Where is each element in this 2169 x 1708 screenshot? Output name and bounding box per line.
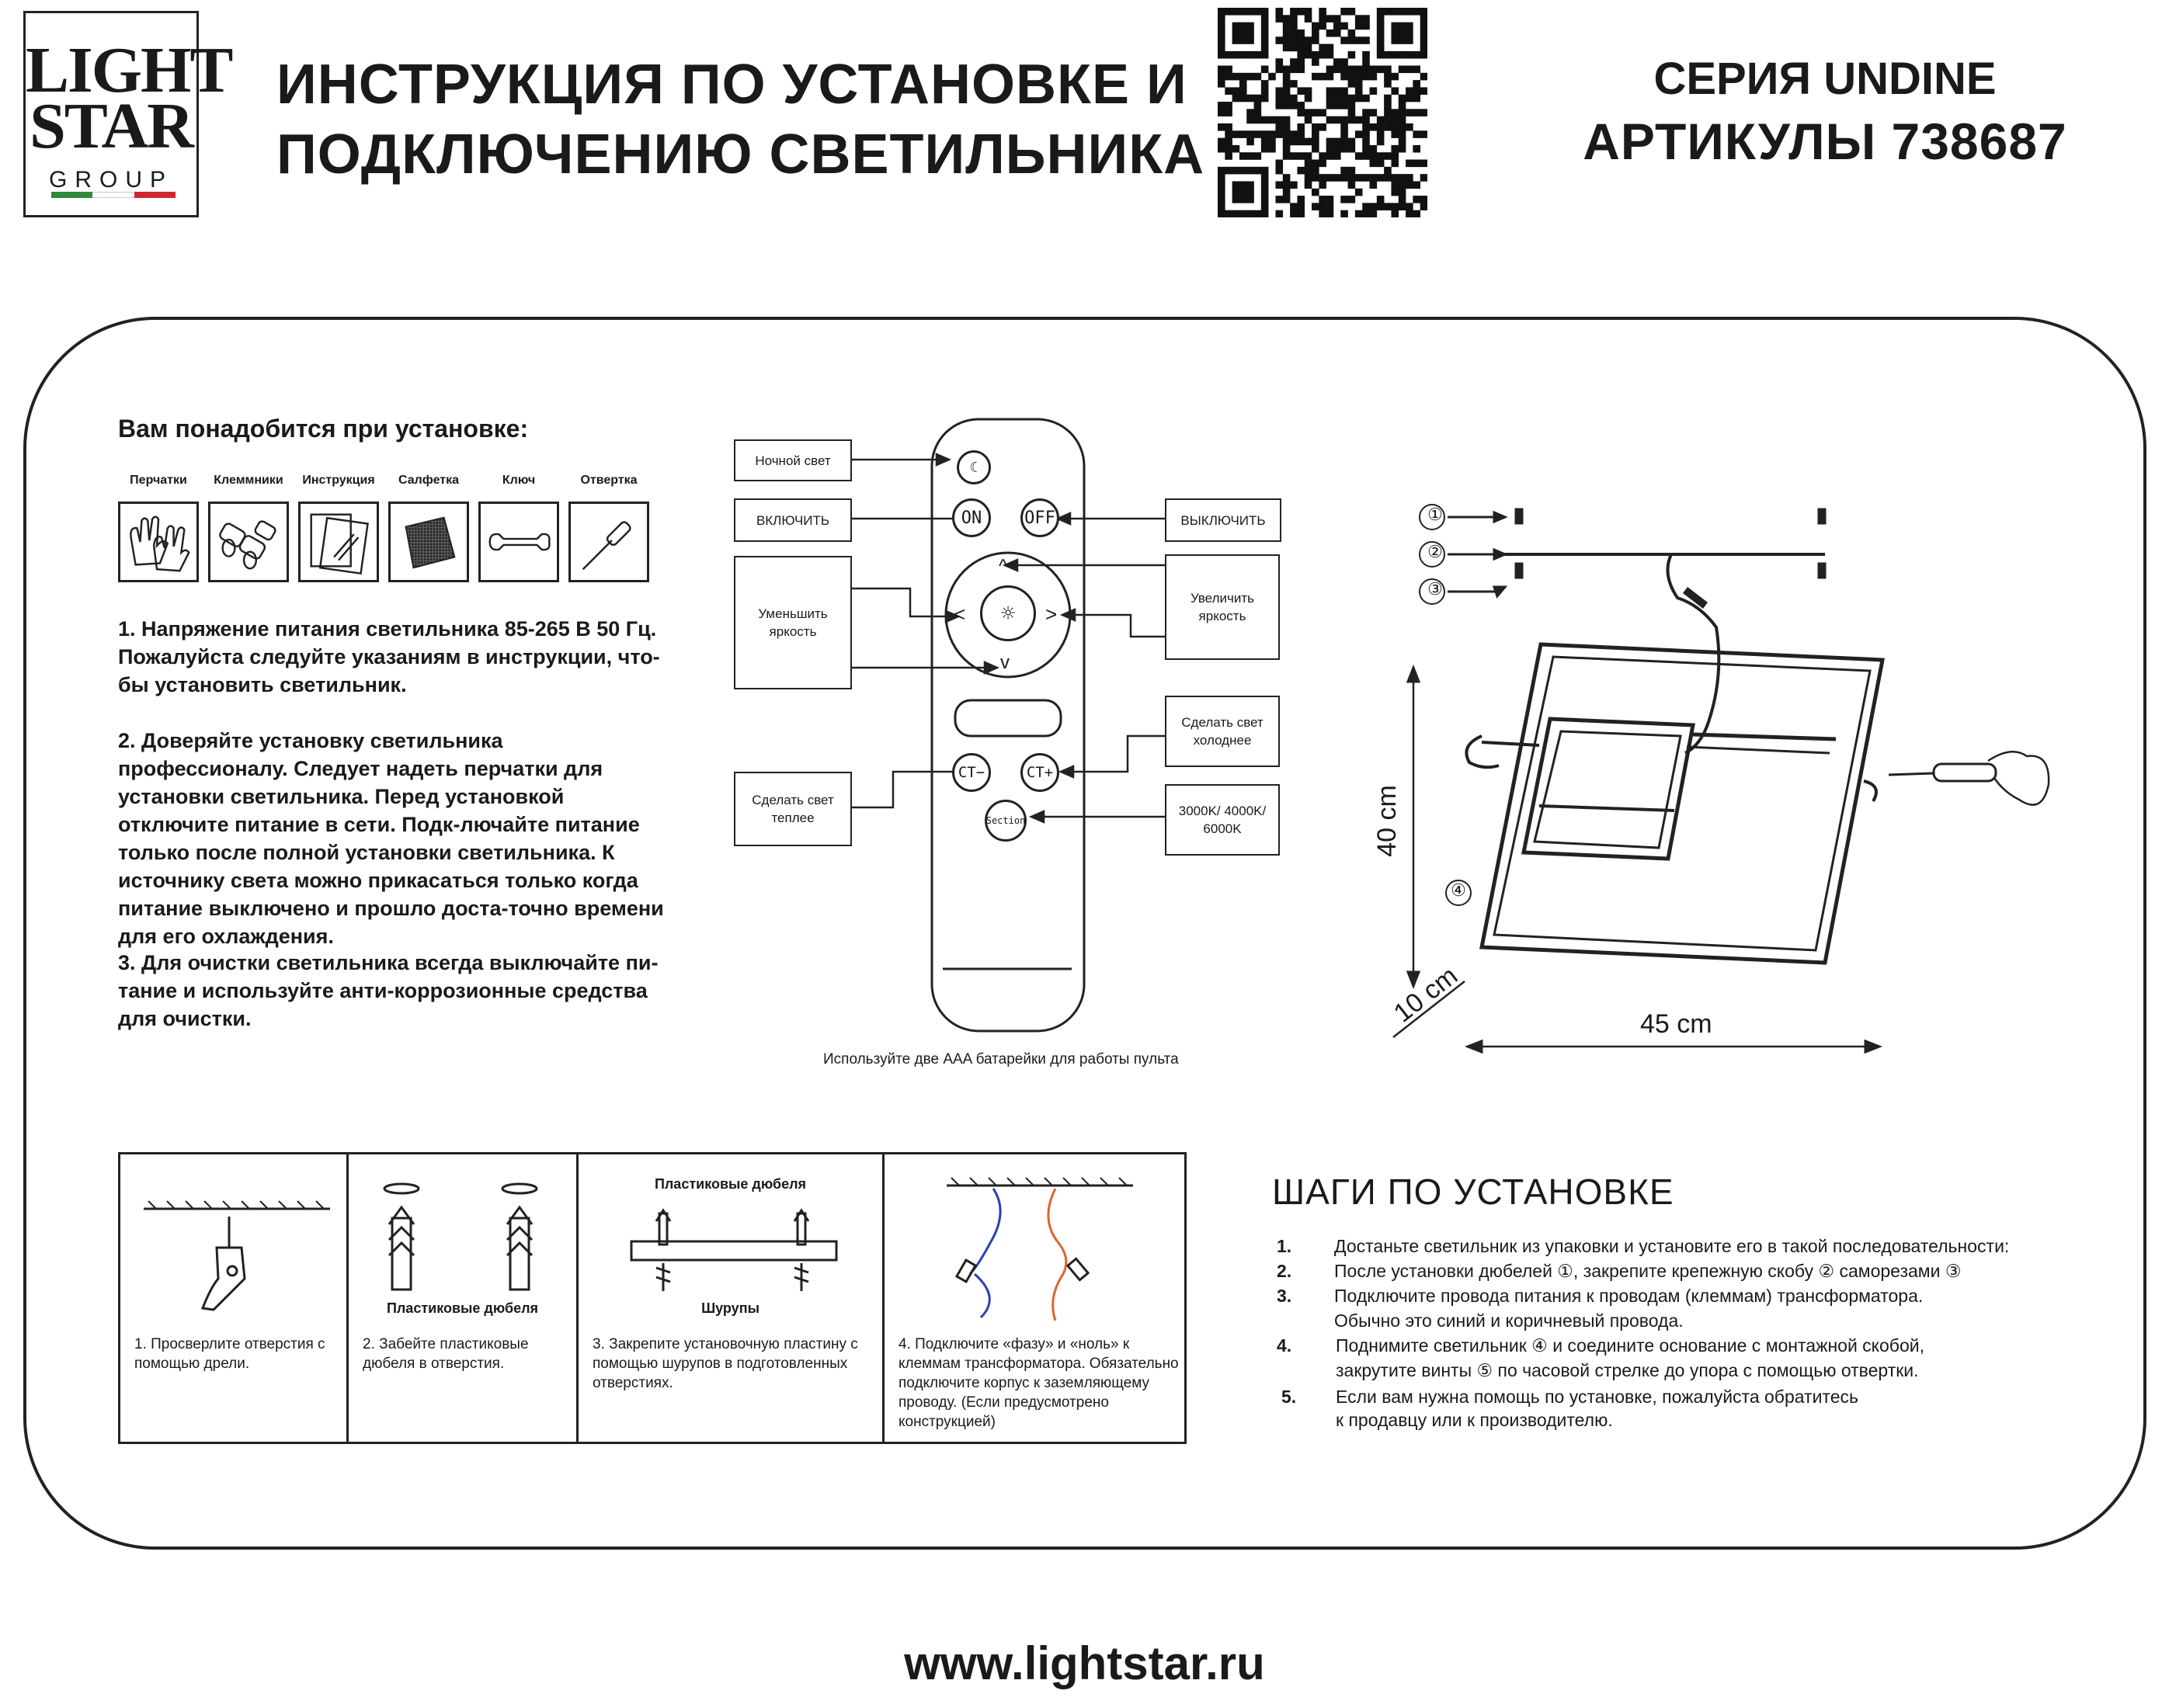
terminals-icon bbox=[208, 502, 289, 582]
install-step-text: Поднимите светильник ④ и соедините основ… bbox=[1336, 1335, 1925, 1356]
label-dimmer: Уменьшить яркость bbox=[734, 556, 852, 689]
remote-slot bbox=[954, 699, 1062, 738]
step-cell-1: 1. Просверлите отверстия с помощью дрели… bbox=[120, 1154, 349, 1442]
install-step-text: Подключите провода питания к проводам (к… bbox=[1334, 1286, 1924, 1306]
label-turn-on: ВКЛЮЧИТЬ bbox=[734, 498, 852, 542]
note-3: 3. Для очистки светильника всегда выключ… bbox=[118, 951, 659, 1030]
remote-diagram-lines bbox=[848, 418, 1165, 1033]
step-cell-2: Пластиковые дюбеля 2. Забейте пластиковы… bbox=[349, 1154, 579, 1442]
brand-logo: LIGHT STAR GROUP bbox=[23, 11, 233, 217]
tool-list: Перчатки Клеммники Инструкция Салфетка К… bbox=[118, 474, 654, 598]
content-frame bbox=[23, 317, 2146, 1550]
requirements-heading: Вам понадобится при установке: bbox=[118, 415, 529, 443]
section-button[interactable]: Section bbox=[985, 800, 1027, 842]
install-step-text: закрутите винты ⑤ по часовой стрелке до … bbox=[1336, 1360, 1919, 1380]
logo-line3: GROUP bbox=[48, 167, 173, 193]
step-cell-4: 4. Подключите «фазу» и «ноль» к клеммам … bbox=[885, 1154, 1189, 1442]
tool-label: Ключ bbox=[502, 474, 536, 487]
up-button[interactable]: ^ bbox=[999, 556, 1008, 577]
label-turn-off: ВЫКЛЮЧИТЬ bbox=[1165, 498, 1281, 542]
marker-3: ③ bbox=[1427, 579, 1443, 599]
step-3-caption-top: Пластиковые дюбеля bbox=[654, 1176, 807, 1192]
step-3-text: 3. Закрепите установочную пластину с пом… bbox=[593, 1336, 858, 1391]
left-button[interactable]: < bbox=[954, 602, 966, 626]
label-warmer: Сделать свет теплее bbox=[734, 772, 852, 846]
cloth-icon bbox=[388, 502, 469, 582]
step-number: 4. bbox=[1277, 1335, 1292, 1356]
tool-label: Перчатки bbox=[130, 474, 187, 487]
wrench-icon bbox=[478, 502, 559, 582]
night-light-button[interactable]: ☾ bbox=[957, 450, 991, 484]
screwdriver-icon bbox=[568, 502, 649, 582]
product-drawing bbox=[1392, 504, 2050, 1054]
tool-label: Салфетка bbox=[398, 474, 460, 487]
logo-line1: LIGHT bbox=[26, 34, 233, 106]
title-line2: ПОДКЛЮЧЕНИЮ СВЕТИЛЬНИКА bbox=[276, 123, 1205, 186]
down-button[interactable]: v bbox=[1000, 652, 1010, 673]
install-step-text: Обычно это синий и коричневый провода. bbox=[1334, 1311, 1684, 1331]
install-step-text: к продавцу или к производителю. bbox=[1336, 1410, 1613, 1430]
ct-minus-button[interactable]: CT− bbox=[952, 753, 991, 792]
note-1: 1. Напряжение питания светильника 85-265… bbox=[118, 617, 660, 696]
logo-line2: STAR bbox=[30, 90, 194, 162]
remote-body bbox=[930, 418, 1086, 1033]
step-4-text: 4. Подключите «фазу» и «ноль» к клеммам … bbox=[899, 1336, 1179, 1430]
marker-2: ② bbox=[1427, 542, 1443, 561]
width-dimension: 45 cm bbox=[1640, 1009, 1712, 1039]
right-button[interactable]: > bbox=[1045, 602, 1058, 626]
tool-label: Отвертка bbox=[580, 474, 638, 487]
install-step-text: Достаньте светильник из упаковки и устан… bbox=[1334, 1236, 2010, 1256]
step-2-text: 2. Забейте пластиковые дюбеля в отверсти… bbox=[363, 1336, 529, 1372]
series-block: СЕРИЯ UNDINE АРТИКУЛЫ 738687 bbox=[1553, 50, 2097, 171]
label-night-light: Ночной свет bbox=[734, 439, 852, 481]
marker-4: ④ bbox=[1451, 880, 1466, 900]
label-colder: Сделать свет холоднее bbox=[1165, 696, 1280, 767]
italian-flag-stripe bbox=[51, 192, 176, 198]
ct-plus-button[interactable]: CT+ bbox=[1020, 753, 1059, 792]
tool-label: Клеммники bbox=[214, 474, 283, 487]
step-number: 1. bbox=[1277, 1236, 1292, 1256]
height-dimension: 40 cm bbox=[1371, 785, 1402, 857]
note-2: 2. Доверяйте установку светильника профе… bbox=[118, 729, 664, 948]
install-step-text: После установки дюбелей ①, закрепите кре… bbox=[1334, 1261, 1962, 1281]
tool-label: Инструкция bbox=[302, 474, 375, 487]
step-number: 5. bbox=[1281, 1387, 1297, 1407]
brightness-center-button[interactable]: ☼ bbox=[980, 585, 1036, 641]
label-color-temps: 3000K/ 4000K/ 6000K bbox=[1165, 784, 1280, 856]
on-button[interactable]: ON bbox=[952, 498, 991, 537]
step-number: 2. bbox=[1277, 1261, 1292, 1281]
step-number: 3. bbox=[1277, 1286, 1292, 1306]
install-step-text: Если вам нужна помощь по установке, пожа… bbox=[1336, 1387, 1858, 1407]
page-title: ИНСТРУКЦИЯ ПО УСТАНОВКЕ И ПОДКЛЮЧЕНИЮ СВ… bbox=[276, 50, 1204, 189]
website-link[interactable]: www.lightstar.ru bbox=[904, 1637, 1265, 1689]
qr-code[interactable] bbox=[1218, 8, 1427, 217]
gloves-icon bbox=[118, 502, 199, 582]
battery-note: Используйте две AAA батарейки для работы… bbox=[823, 1051, 1179, 1068]
step-1-text: 1. Просверлите отверстия с помощью дрели… bbox=[134, 1336, 325, 1372]
step-2-caption: Пластиковые дюбеля bbox=[386, 1300, 539, 1316]
off-button[interactable]: OFF bbox=[1020, 498, 1059, 537]
title-line1: ИНСТРУКЦИЯ ПО УСТАНОВКЕ И bbox=[276, 54, 1187, 116]
manual-icon bbox=[298, 502, 379, 582]
install-steps-heading: ШАГИ ПО УСТАНОВКЕ bbox=[1272, 1172, 1674, 1212]
label-brighter: Увеличить яркость bbox=[1165, 554, 1280, 660]
steps-table: 1. Просверлите отверстия с помощью дрели… bbox=[118, 1152, 1187, 1444]
article-number: АРТИКУЛЫ 738687 bbox=[1583, 113, 2067, 170]
series-name: СЕРИЯ UNDINE bbox=[1653, 54, 1997, 104]
marker-1: ① bbox=[1427, 505, 1443, 524]
step-cell-3: Пластиковые дюбеля Шурупы 3. Закрепите у… bbox=[579, 1154, 885, 1442]
step-3-caption: Шурупы bbox=[701, 1300, 759, 1316]
